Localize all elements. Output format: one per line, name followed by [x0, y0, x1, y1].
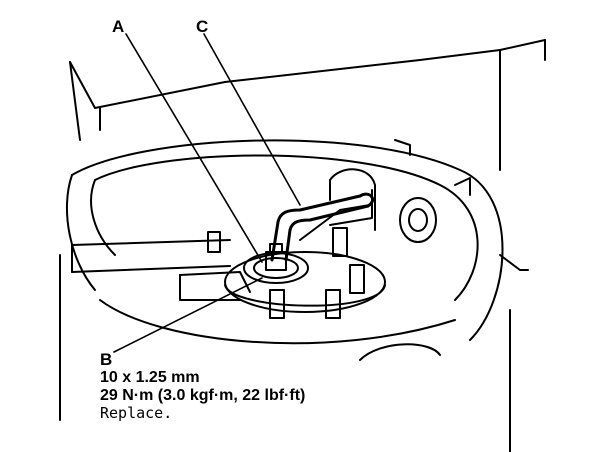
callout-a: A	[112, 17, 125, 36]
torque-spec-label: 29 N·m (3.0 kgf·m, 22 lbf·ft)	[100, 387, 306, 404]
thread-size-label: 10 x 1.25 mm	[100, 369, 200, 386]
mounting-stud	[207, 227, 365, 319]
callout-c: C	[196, 17, 209, 36]
hex-wrench	[270, 192, 374, 262]
body-panel	[59, 39, 546, 452]
leader-lines	[113, 33, 301, 353]
strut-arm	[71, 239, 251, 301]
callout-b: B	[100, 350, 113, 369]
self-locking-nut	[243, 243, 309, 284]
access-hole	[399, 197, 437, 243]
tower-bowl	[66, 139, 504, 361]
replace-note: Replace.	[100, 404, 173, 422]
holding-tool	[329, 168, 376, 231]
